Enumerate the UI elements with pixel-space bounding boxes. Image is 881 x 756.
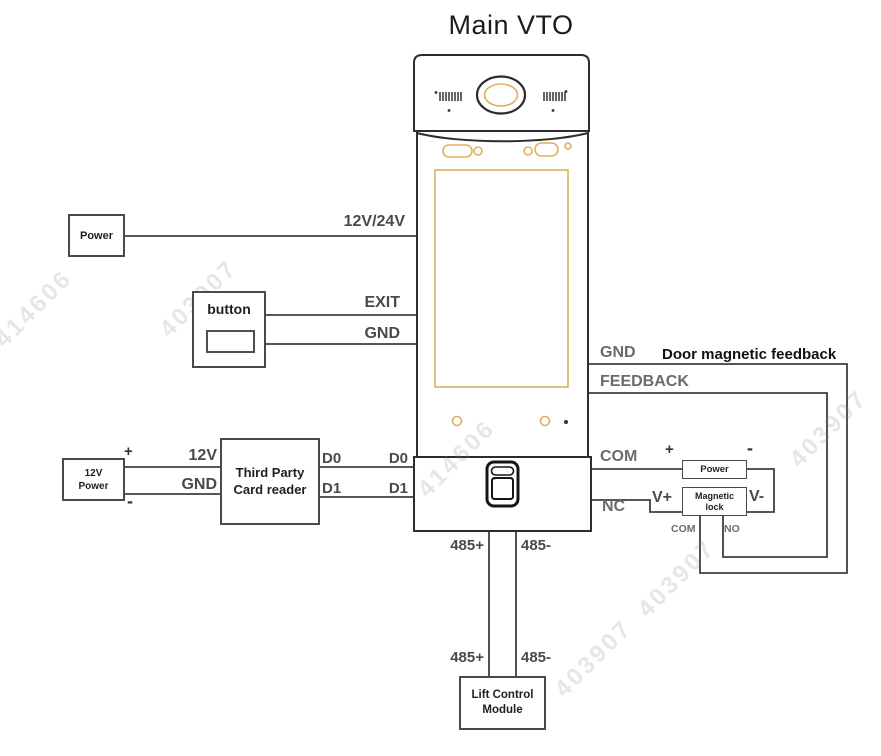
speaker-grille-right-icon	[543, 92, 566, 101]
lock-power-supply-box: Power	[682, 460, 747, 479]
terminal-label-485minus-vto: 485-	[521, 537, 552, 554]
door-magnetic-feedback-title: Door magnetic feedback	[662, 346, 837, 363]
terminal-label-feedback: FEEDBACK	[600, 373, 689, 390]
power-supply-box: Power	[68, 214, 125, 257]
terminal-label-d0-reader: D0	[322, 450, 342, 467]
12v-power-label: 12V Power	[78, 467, 108, 493]
magnetic-lock-line2: lock	[705, 501, 724, 512]
polarity-minus-right: -	[747, 438, 753, 458]
terminal-label-d1-reader: D1	[322, 480, 342, 497]
terminal-label-485plus-lift: 485+	[450, 649, 484, 666]
polarity-plus-right: +	[665, 441, 674, 458]
exit-button-box: button	[192, 291, 266, 368]
wire-nc-to-vplus	[589, 499, 682, 513]
lock-terminal-com: COM	[671, 523, 696, 535]
device-body	[416, 131, 589, 458]
lift-control-line2: Module	[482, 704, 523, 716]
card-reader-label: Third Party Card reader	[234, 465, 307, 499]
card-reader-line1: Third Party	[235, 464, 305, 480]
diagram-title: Main VTO	[448, 10, 574, 40]
lock-power-label: Power	[700, 464, 729, 475]
main-vto-device	[413, 54, 592, 532]
lock-terminal-no: NO	[724, 523, 740, 535]
wire-feedback-to-lock-no	[589, 392, 828, 558]
terminal-label-12v24v: 12V/24V	[343, 213, 405, 230]
display-screen	[434, 169, 569, 388]
device-top-section	[413, 54, 590, 132]
wire-gnd-to-lock-com	[589, 363, 848, 574]
card-reader-box: Third Party Card reader	[220, 438, 320, 525]
microphone-dots-icon	[434, 90, 568, 112]
terminal-label-com: COM	[600, 448, 638, 465]
terminal-label-exit: EXIT	[364, 294, 400, 311]
terminal-label-gnd-12v: GND	[181, 476, 217, 493]
camera-lens-icon	[475, 75, 527, 115]
terminal-label-nc: NC	[602, 498, 626, 515]
12v-power-line1: 12V	[84, 467, 103, 479]
wire-power-to-vminus	[747, 468, 775, 513]
indicator-dot-icon	[564, 420, 568, 424]
terminal-label-d1-vto: D1	[388, 480, 408, 497]
terminal-label-vplus: V+	[652, 489, 673, 506]
lift-control-label: Lift Control Module	[472, 688, 534, 718]
exit-button-label: button	[207, 301, 251, 317]
sensor-row-icons	[442, 142, 572, 158]
polarity-minus-left: -	[127, 491, 133, 511]
lift-control-line1: Lift Control	[471, 689, 534, 702]
wires	[124, 235, 848, 676]
12v-power-line2: Power	[78, 480, 109, 492]
indicator-left-icon	[451, 415, 463, 427]
push-button-icon	[206, 330, 255, 353]
magnetic-lock-box: Magnetic lock	[682, 487, 747, 516]
card-reader-line2: Card reader	[233, 481, 307, 497]
terminal-label-12v: 12V	[188, 447, 217, 464]
terminal-label-485minus-lift: 485-	[521, 649, 552, 666]
polarity-plus-left: +	[124, 443, 133, 460]
magnetic-lock-label: Magnetic lock	[695, 491, 734, 512]
indicator-right-icon	[539, 415, 551, 427]
terminal-label-vminus: V-	[749, 488, 765, 505]
magnetic-lock-line1: Magnetic	[694, 491, 734, 502]
terminal-label-d0-vto: D0	[388, 450, 408, 467]
terminal-label-gnd-right: GND	[600, 344, 636, 361]
terminal-label-485plus-vto: 485+	[450, 537, 484, 554]
terminal-label-gnd-button: GND	[364, 325, 400, 342]
12v-power-supply-box: 12V Power	[62, 458, 125, 501]
speaker-grille-left-icon	[439, 92, 462, 101]
power-supply-label: Power	[79, 229, 113, 242]
camera-inner-lens-icon	[483, 83, 519, 107]
fingerprint-scanner-icon	[485, 460, 520, 508]
device-bottom-section	[413, 456, 592, 532]
lift-control-module-box: Lift Control Module	[459, 676, 546, 730]
